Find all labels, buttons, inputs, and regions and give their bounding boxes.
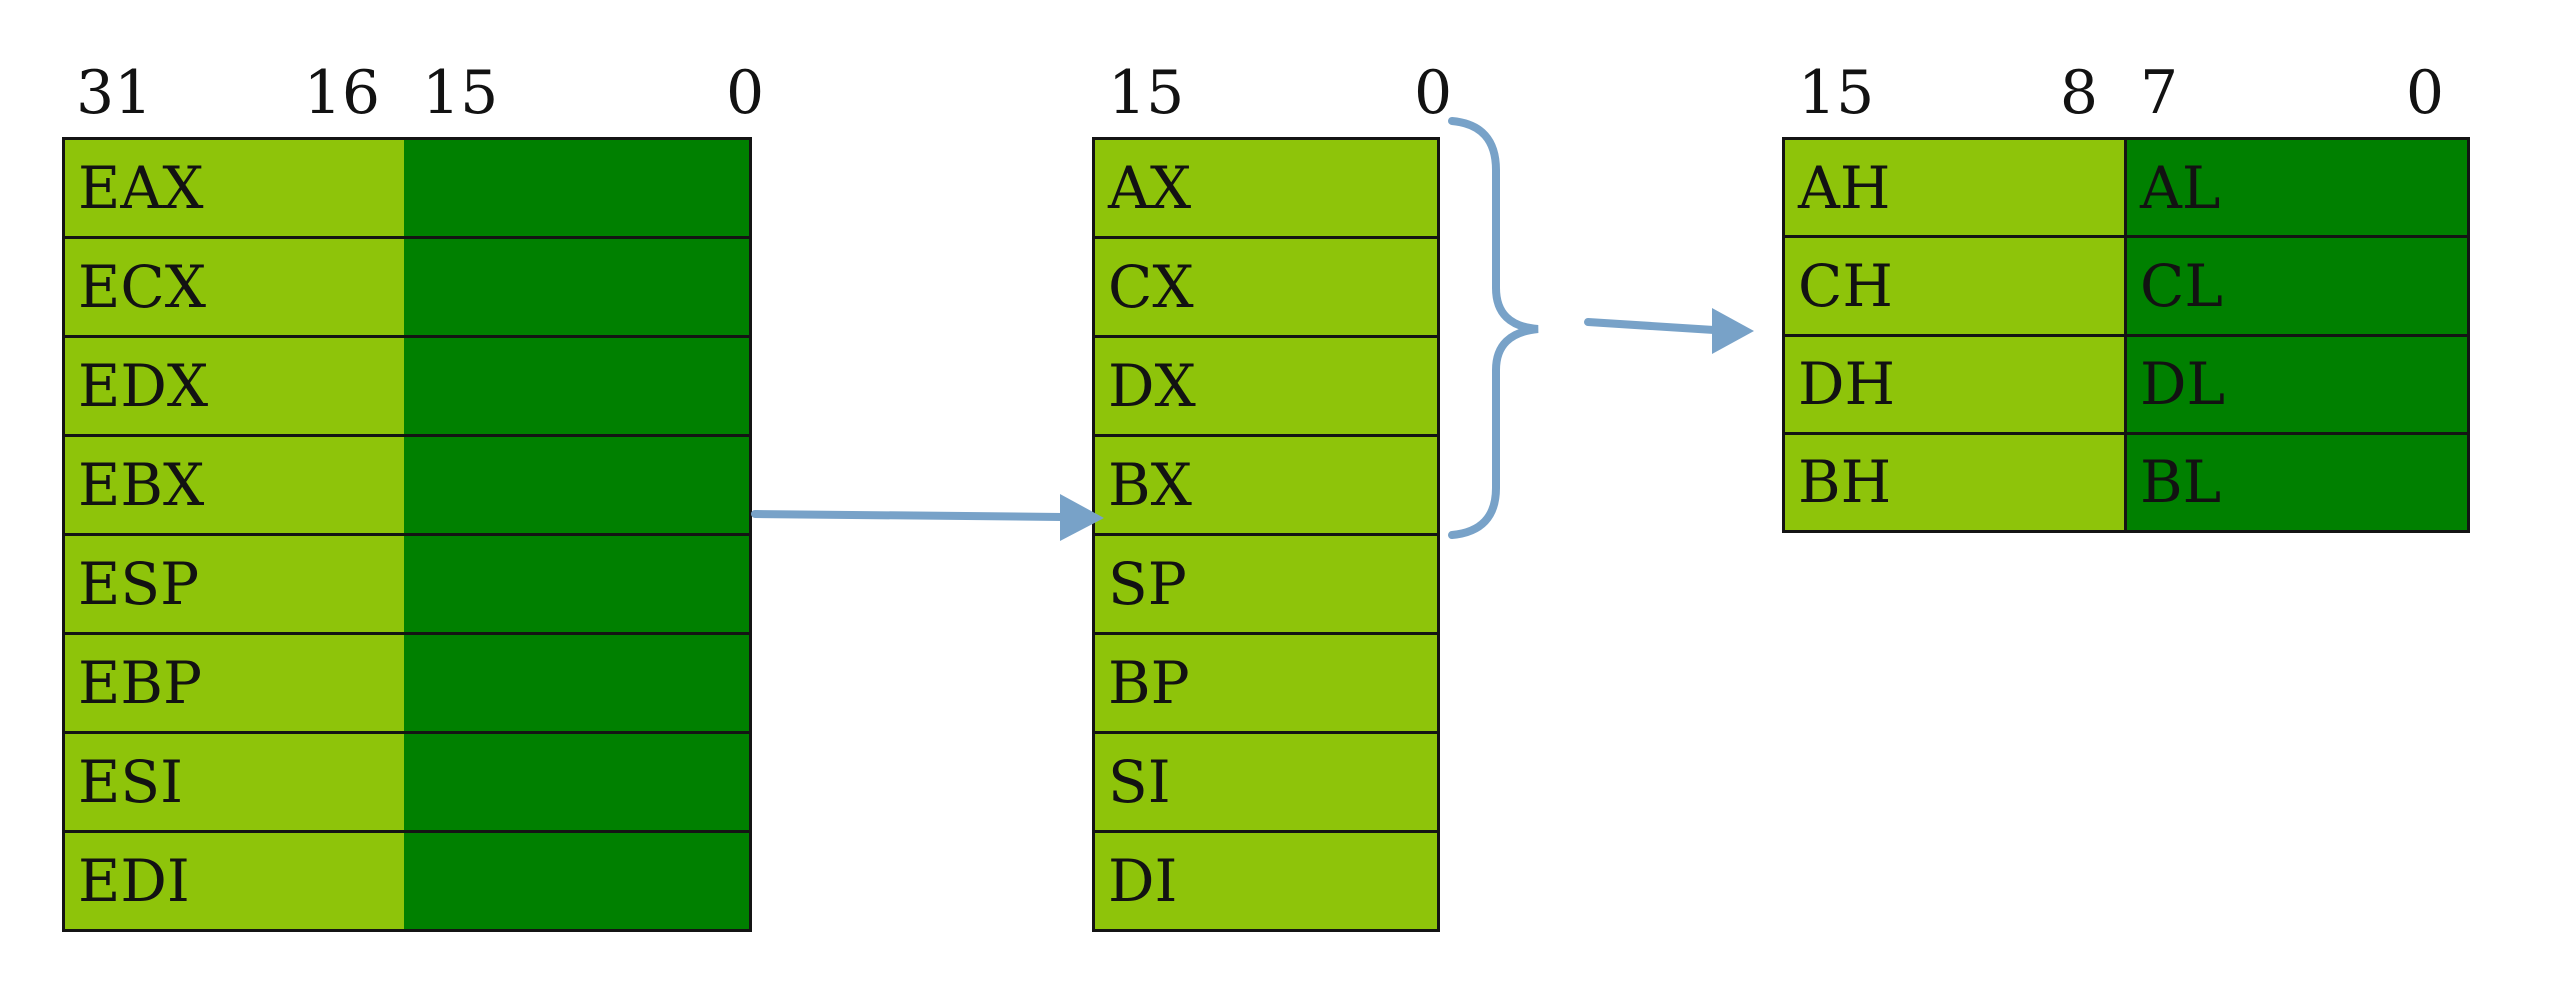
register-high-cell: EDX	[65, 338, 404, 434]
register-label: EBX	[78, 451, 205, 519]
register-low-cell: BL	[2127, 434, 2467, 530]
register-row-eax: EAX	[65, 140, 749, 236]
register-cell: BP	[1095, 635, 1437, 731]
register-cell: CX	[1095, 239, 1437, 335]
register-label: DL	[2140, 350, 2226, 419]
register-row-ecx: ECX	[65, 236, 749, 335]
register-row-edx: EDX	[65, 335, 749, 434]
register-label: AH	[1798, 153, 1891, 222]
register-high-cell: BH	[1785, 434, 2127, 530]
bit-label-15-mid: 15	[1108, 58, 1185, 128]
register-row-bp: BP	[1095, 632, 1437, 731]
register-label: AX	[1108, 154, 1192, 222]
arrow-right-icon	[751, 494, 1104, 541]
register-high-cell: EAX	[65, 140, 404, 236]
register-cell: SP	[1095, 536, 1437, 632]
bit-label-0-right: 0	[2405, 58, 2444, 128]
register-high-cell: ECX	[65, 239, 404, 335]
registers-8bit-table: AH AL CH CL DH DL BH BL	[1782, 137, 2470, 533]
register-label: AL	[2140, 153, 2221, 222]
register-cell: AX	[1095, 140, 1437, 236]
register-cell: SI	[1095, 734, 1437, 830]
registers-16bit-table: AX CX DX BX SP BP SI DI	[1092, 137, 1440, 932]
register-low-cell	[404, 734, 749, 830]
register-low-cell	[404, 536, 749, 632]
bit-label-0-mid: 0	[1414, 58, 1453, 128]
register-cell: BX	[1095, 437, 1437, 533]
register-label: ESP	[78, 550, 200, 618]
register-row-esi: ESI	[65, 731, 749, 830]
register-row-bx: BX	[1095, 434, 1437, 533]
register-label: CL	[2140, 251, 2223, 320]
register-label: CX	[1108, 253, 1194, 321]
register-row-esp: ESP	[65, 533, 749, 632]
register-low-cell	[404, 140, 749, 236]
register-row-dx: DX	[1095, 335, 1437, 434]
bit-label-31: 31	[76, 58, 153, 128]
register-cell: DI	[1095, 833, 1437, 929]
bit-label-16: 16	[303, 58, 380, 128]
register-high-cell: EBP	[65, 635, 404, 731]
bit-label-7: 7	[2140, 58, 2179, 128]
register-high-cell: EDI	[65, 833, 404, 929]
register-low-cell	[404, 635, 749, 731]
register-row-ax: AX	[1095, 140, 1437, 236]
register-low-cell	[404, 338, 749, 434]
register-high-cell: EBX	[65, 437, 404, 533]
register-label: DI	[1108, 847, 1178, 915]
register-label: BP	[1108, 649, 1190, 717]
register-low-cell: CL	[2127, 238, 2467, 334]
register-high-cell: DH	[1785, 336, 2127, 432]
register-low-cell	[404, 239, 749, 335]
register-row-sp: SP	[1095, 533, 1437, 632]
curly-brace-icon	[1448, 117, 1539, 539]
register-label: SI	[1108, 748, 1171, 816]
register-low-cell	[404, 833, 749, 929]
bit-label-0: 0	[726, 58, 765, 128]
register-row-ebp: EBP	[65, 632, 749, 731]
register-row-si: SI	[1095, 731, 1437, 830]
register-label: DX	[1108, 352, 1196, 420]
bit-label-8: 8	[2059, 58, 2098, 128]
register-label: SP	[1108, 550, 1187, 618]
register-label: CH	[1798, 251, 1893, 320]
register-label: EAX	[78, 154, 204, 222]
register-label: BH	[1798, 448, 1892, 517]
register-row-c: CH CL	[1785, 235, 2467, 334]
registers-32bit-table: EAX ECX EDX EBX ESP EBP ESI EDI	[62, 137, 752, 932]
register-high-cell: AH	[1785, 140, 2127, 236]
register-row-edi: EDI	[65, 830, 749, 929]
register-high-cell: ESI	[65, 734, 404, 830]
register-high-cell: CH	[1785, 238, 2127, 334]
register-label: BL	[2140, 448, 2222, 517]
register-cell: DX	[1095, 338, 1437, 434]
register-label: ECX	[78, 253, 207, 321]
register-row-a: AH AL	[1785, 140, 2467, 236]
register-high-cell: ESP	[65, 536, 404, 632]
bit-label-15: 15	[422, 58, 499, 128]
arrow-right-icon	[1584, 308, 1754, 354]
register-row-ebx: EBX	[65, 434, 749, 533]
bit-label-15-right: 15	[1798, 58, 1875, 128]
register-row-di: DI	[1095, 830, 1437, 929]
register-low-cell: AL	[2127, 140, 2467, 236]
register-label: DH	[1798, 350, 1896, 419]
register-row-b: BH BL	[1785, 431, 2467, 530]
register-label: EBP	[78, 649, 202, 717]
register-low-cell: DL	[2127, 336, 2467, 432]
register-label: BX	[1108, 451, 1192, 519]
register-row-d: DH DL	[1785, 333, 2467, 432]
register-label: EDI	[78, 847, 190, 915]
register-row-cx: CX	[1095, 236, 1437, 335]
register-label: EDX	[78, 352, 209, 420]
register-low-cell	[404, 437, 749, 533]
register-label: ESI	[78, 748, 183, 816]
